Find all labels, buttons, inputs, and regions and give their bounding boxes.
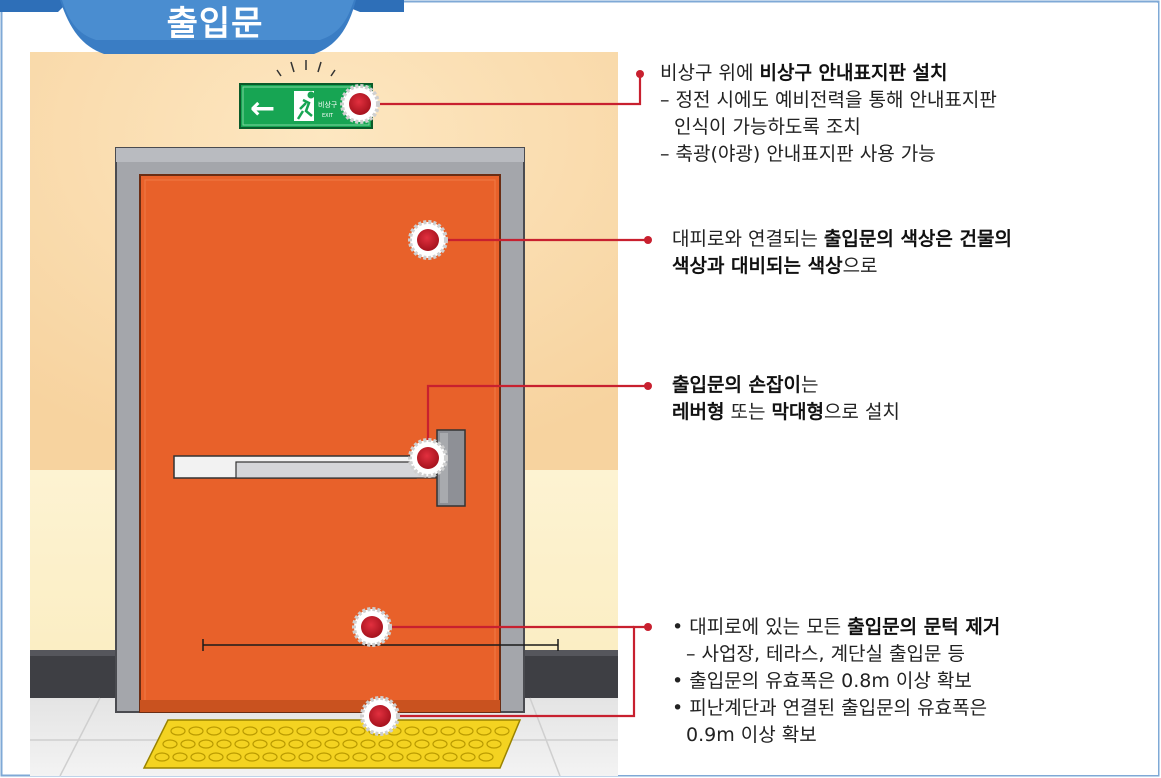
threshold-note-b3-cont: 0.9m 이상 확보	[686, 724, 817, 746]
threshold-note-b2: • 출입문의 유효폭은 0.8m 이상 확보	[672, 670, 972, 692]
sign-exit-label: EXIT	[322, 113, 334, 119]
color-note-line1-pre: 대피로와 연결되는	[672, 228, 824, 250]
indicator-dot-width	[352, 607, 392, 647]
color-note-line1-bold: 출입문의 색상은 건물의	[823, 228, 1012, 250]
handle-note-line1-post: 는	[800, 374, 819, 396]
handle-note-line1-bold: 출입문의 손잡이	[672, 374, 801, 396]
threshold-note: • 대피로에 있는 모든 출입문의 문턱 제거 – 사업장, 테라스, 계단실 …	[672, 614, 1000, 749]
threshold-note-b3: • 피난계단과 연결된 출입문의 유효폭은	[672, 697, 988, 719]
page-title: 출입문	[166, 4, 264, 44]
indicator-dot-sign	[340, 84, 380, 124]
color-note: 대피로와 연결되는 출입문의 색상은 건물의 색상과 대비되는 색상으로	[672, 226, 1012, 280]
handle-note: 출입문의 손잡이는 레버형 또는 막대형으로 설치	[672, 372, 900, 426]
handle-note-line2-bold2: 막대형	[771, 401, 824, 423]
handle-note-line2-post: 으로 설치	[823, 401, 900, 423]
tactile-mat	[142, 719, 522, 769]
panic-bar-handle	[173, 429, 466, 507]
indicator-dot-handle	[408, 438, 448, 478]
sign-note: 비상구 위에 비상구 안내표지판 설치 – 정전 시에도 예비전력을 통해 안내…	[660, 60, 997, 168]
sign-note-line3: 인식이 가능하도록 조치	[674, 116, 861, 138]
threshold-note-b1-pre: • 대피로에 있는 모든	[672, 616, 848, 638]
sign-note-line1-bold: 비상구 안내표지판 설치	[759, 62, 948, 84]
threshold-note-b1-bold: 출입문의 문턱 제거	[847, 616, 1001, 638]
handle-note-line2-mid: 또는	[724, 401, 772, 423]
sign-arrow: ←	[250, 91, 275, 126]
indicator-dot-threshold	[360, 696, 400, 736]
indicator-dot-door-color	[408, 220, 448, 260]
sign-note-line2: – 정전 시에도 예비전력을 통해 안내표지판	[660, 89, 997, 111]
sign-note-line4: – 축광(야광) 안내표지판 사용 가능	[660, 143, 936, 165]
handle-note-line2-bold1: 레버형	[672, 401, 725, 423]
sign-note-line1-pre: 비상구 위에	[660, 62, 760, 84]
color-note-line2-bold: 색상과 대비되는 색상	[672, 255, 843, 277]
title-tab	[0, 0, 404, 54]
threshold-note-b1-sub: – 사업장, 테라스, 계단실 출입문 등	[686, 643, 966, 665]
connector-lines	[360, 74, 648, 718]
sign-small-label: 비상구	[318, 100, 338, 109]
color-note-line2-post: 으로	[842, 255, 878, 277]
